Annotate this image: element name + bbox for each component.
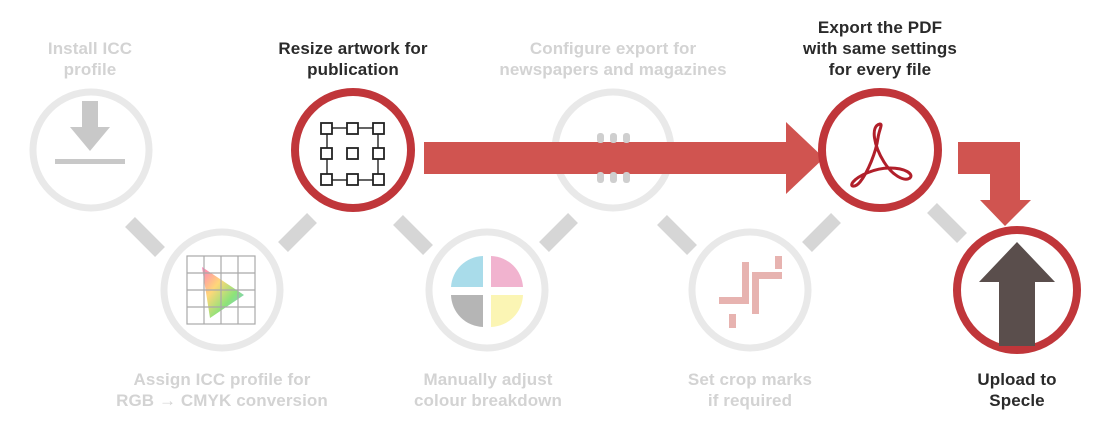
connector-assign-resize: [278, 213, 317, 252]
connector-crop-export: [802, 213, 841, 252]
step-label-resize: Resize artwork for publication: [278, 39, 428, 79]
connector-resize-adjust: [393, 215, 433, 255]
step-label-crop: Set crop marks if required: [687, 370, 813, 410]
step-circle-install: [29, 88, 153, 212]
acrobat-pdf-icon: [850, 122, 913, 188]
crop-marks-icon: [719, 256, 782, 328]
cmyk-quadrants-icon: [451, 256, 523, 327]
connectors: [125, 203, 967, 257]
step-circle-crop: [688, 228, 812, 352]
flow-arrow-export-to-upload: [958, 142, 1031, 226]
step-label-install: Install ICC profile: [47, 39, 133, 79]
flow-arrow-resize-to-export: [424, 122, 824, 194]
step-label-upload: Upload to Specle: [977, 370, 1057, 410]
step-label-configure: Configure export for newspapers and maga…: [499, 39, 727, 79]
step-label-assign: Assign ICC profile for RGB → CMYK conver…: [116, 370, 328, 410]
connector-export-upload: [927, 203, 967, 243]
color-gamut-grid-icon: [186, 255, 256, 325]
step-circle-export: [818, 88, 942, 212]
step-label-export: Export the PDF with same settings for ev…: [803, 18, 957, 79]
connector-adjust-configure: [539, 213, 578, 252]
upload-arrow-icon: [979, 242, 1055, 346]
step-label-adjust: Manually adjust colour breakdown: [413, 370, 562, 410]
resize-frame-icon: [320, 122, 385, 186]
settings-dots-icon: [597, 133, 630, 183]
connector-install-assign: [125, 217, 165, 257]
step-circle-adjust: [425, 228, 549, 352]
connector-configure-crop: [657, 215, 697, 255]
download-icon: [55, 101, 125, 164]
